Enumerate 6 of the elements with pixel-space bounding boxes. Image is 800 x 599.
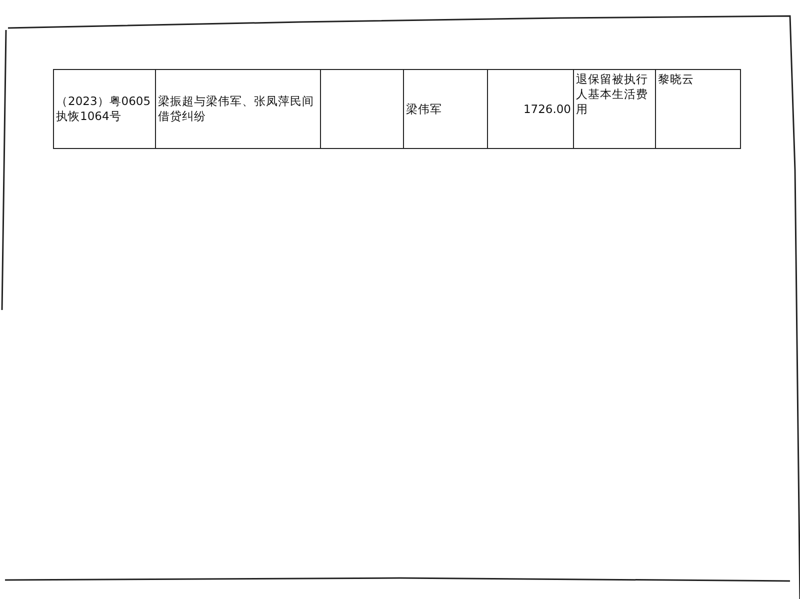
case-title-cell-text: 梁振超与梁伟军、张凤萍民间借贷纠纷 [158,94,315,124]
handler-name-cell-text: 黎晓云 [658,72,694,87]
case-number-cell-text: （2023）粤0605执恢1064号 [56,94,152,124]
amount-cell-text: 1726.00 [523,102,571,116]
reason-cell-text: 退保留被执行人基本生活费用 [576,72,649,117]
party-name-cell-text: 梁伟军 [406,102,442,116]
